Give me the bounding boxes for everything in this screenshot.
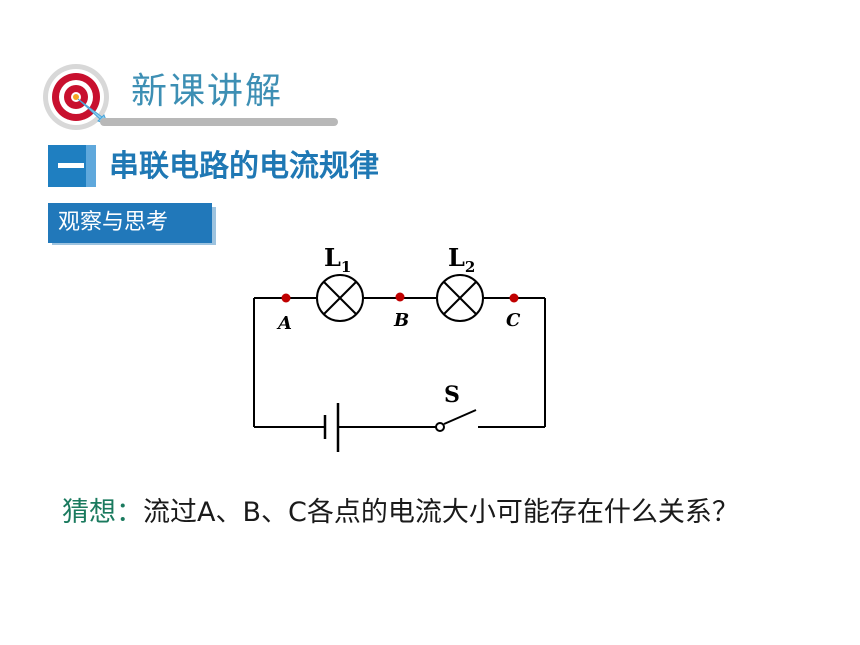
svg-text:L2: L2 <box>448 243 475 276</box>
observe-label: 观察与思考 <box>58 210 169 235</box>
section-badge-highlight <box>86 145 96 187</box>
section-number-mark <box>58 163 84 168</box>
question-label: 猜想： <box>62 497 143 528</box>
lamp1-label: L <box>324 243 341 272</box>
point-b-label: B <box>393 310 409 331</box>
switch-symbol <box>435 409 477 432</box>
battery-symbol <box>323 403 340 452</box>
switch-label: S <box>444 382 460 408</box>
lamp-l2-symbol <box>436 274 484 322</box>
header-underline <box>100 118 338 126</box>
lamp2-label: L <box>448 243 465 272</box>
section-title: 串联电路的电流规律 <box>109 149 379 184</box>
lamp-l1-symbol <box>316 274 364 322</box>
lamp2-subscript: 2 <box>465 258 475 276</box>
lamp1-subscript: 1 <box>341 258 351 276</box>
point-a-dot <box>281 293 291 303</box>
observe-tag <box>48 203 212 243</box>
question-line: 猜想：流过A、B、C各点的电流大小可能存在什么关系？ <box>62 493 739 533</box>
svg-text:L1: L1 <box>324 243 351 276</box>
point-b-dot <box>395 292 405 302</box>
point-a-label: A <box>276 313 292 334</box>
point-c-dot <box>509 293 519 303</box>
series-circuit-diagram: L1 L2 A B C S <box>253 243 546 452</box>
point-c-label: C <box>506 310 521 331</box>
question-text: 流过A、B、C各点的电流大小可能存在什么关系？ <box>143 497 739 528</box>
page-title: 新课讲解 <box>131 71 284 112</box>
